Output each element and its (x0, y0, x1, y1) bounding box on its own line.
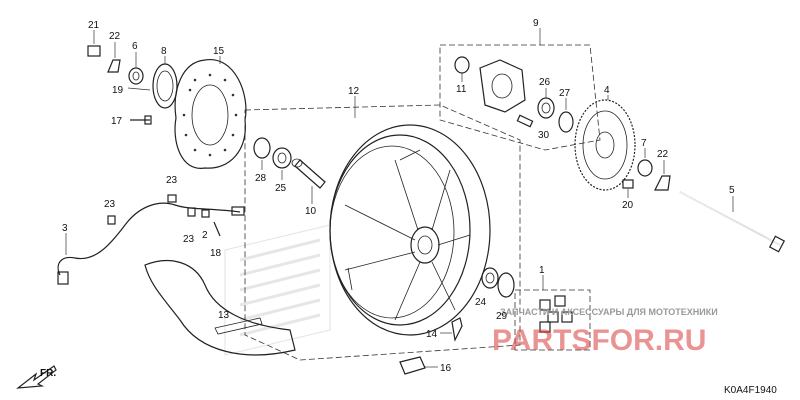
label-6: 6 (132, 41, 138, 52)
part-22-lock-plate (107, 42, 121, 73)
part-30-pin (516, 114, 534, 128)
label-12: 12 (348, 86, 360, 97)
diagram-code: K0A4F1940 (724, 385, 777, 396)
label-16: 16 (440, 363, 452, 374)
part-10-spacer (291, 158, 326, 204)
part-15-brake-disc (174, 56, 247, 169)
part-14-valve (440, 317, 463, 342)
label-22-left: 22 (109, 31, 121, 42)
part-11-bearing (454, 56, 470, 82)
label-23-top: 23 (166, 175, 178, 186)
label-10: 10 (305, 206, 317, 217)
label-26: 26 (539, 77, 551, 88)
label-29: 29 (496, 311, 508, 322)
wheel-group-box (244, 104, 521, 361)
label-15: 15 (213, 46, 225, 57)
part-12-rear-wheel (329, 96, 491, 336)
part-24-bearing (481, 267, 499, 289)
label-8: 8 (161, 46, 167, 57)
part-4-driven-sprocket (574, 95, 636, 191)
label-21: 21 (88, 20, 100, 31)
label-4: 4 (604, 85, 610, 96)
label-19: 19 (112, 85, 124, 96)
watermark-brand: PARTSFOR.RU (492, 324, 706, 357)
background-logo (224, 224, 331, 356)
label-28: 28 (255, 173, 267, 184)
label-25: 25 (275, 183, 287, 194)
part-18-bolt (213, 221, 221, 237)
part-8-oil-seal (152, 56, 178, 109)
label-3: 3 (62, 223, 68, 234)
part-28-dust-seal (253, 137, 271, 170)
label-17: 17 (111, 116, 123, 127)
part-16-balance-weight (399, 356, 438, 375)
damper-group-box (514, 289, 591, 351)
part-9-final-driven-flange (479, 28, 541, 113)
label-1: 1 (539, 265, 545, 276)
part-5-rear-axle (679, 191, 786, 253)
part-1-wheel-damper-set (539, 275, 573, 333)
label-5: 5 (729, 185, 735, 196)
label-14: 14 (426, 329, 438, 340)
label-24: 24 (475, 297, 487, 308)
label-30: 30 (538, 130, 550, 141)
part-27-oil-seal (558, 98, 574, 133)
part-25-bearing (272, 147, 292, 180)
part-20-nut (622, 179, 634, 198)
part-17-bolt (130, 115, 152, 125)
label-23-bottom: 23 (183, 234, 195, 245)
label-22-right: 22 (657, 149, 669, 160)
watermark: ЗАПЧАСТИ И АКСЕССУАРЫ ДЛЯ МОТОТЕХНИКИ PA… (492, 307, 718, 357)
label-13: 13 (218, 310, 230, 321)
label-23-left: 23 (104, 199, 116, 210)
part-6-collar (128, 52, 144, 85)
label-27: 27 (559, 88, 571, 99)
label-11: 11 (456, 84, 467, 95)
label-20: 20 (622, 200, 634, 211)
direction-label: FR. (40, 368, 56, 379)
part-26-bearing (537, 88, 555, 119)
watermark-tagline: ЗАПЧАСТИ И АКСЕССУАРЫ ДЛЯ МОТОТЕХНИКИ (500, 307, 718, 317)
label-2: 2 (202, 230, 208, 241)
part-29-oil-seal (497, 272, 515, 298)
part-21-nut (87, 30, 101, 57)
part-3-speed-sensor (57, 202, 245, 285)
label-7: 7 (641, 138, 647, 149)
front-direction-arrow: FR. (16, 365, 57, 389)
part-22-chain-adjuster (654, 160, 671, 191)
label-9: 9 (533, 18, 539, 29)
part-2-bolt (201, 209, 210, 218)
part-7-collar (637, 148, 653, 177)
part-23-clamps (107, 194, 196, 225)
part-13-hugger (144, 260, 296, 356)
hub-group-box (439, 44, 601, 151)
label-18: 18 (210, 248, 222, 259)
callout-labels: 21 22 6 8 15 19 17 12 9 11 26 27 30 4 7 … (62, 18, 735, 374)
